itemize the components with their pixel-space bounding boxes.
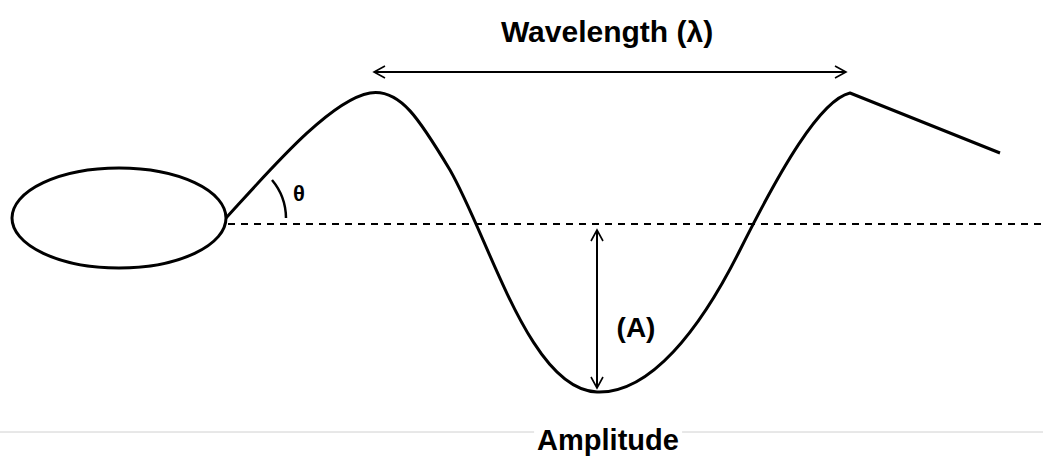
flagellum: [226, 92, 1000, 392]
angle-label: θ: [290, 182, 308, 206]
dimension-label: (A): [614, 313, 659, 343]
dimension-label: Wavelength (λ): [498, 16, 716, 48]
sperm-head: [12, 168, 226, 268]
axis-line: [228, 223, 1043, 225]
wavelength-arrow: [374, 71, 846, 73]
angle-arc: [272, 180, 286, 218]
amplitude-arrow: [596, 230, 598, 388]
dimension-label: Amplitude: [534, 425, 682, 456]
divider-line: [0, 432, 1043, 433]
